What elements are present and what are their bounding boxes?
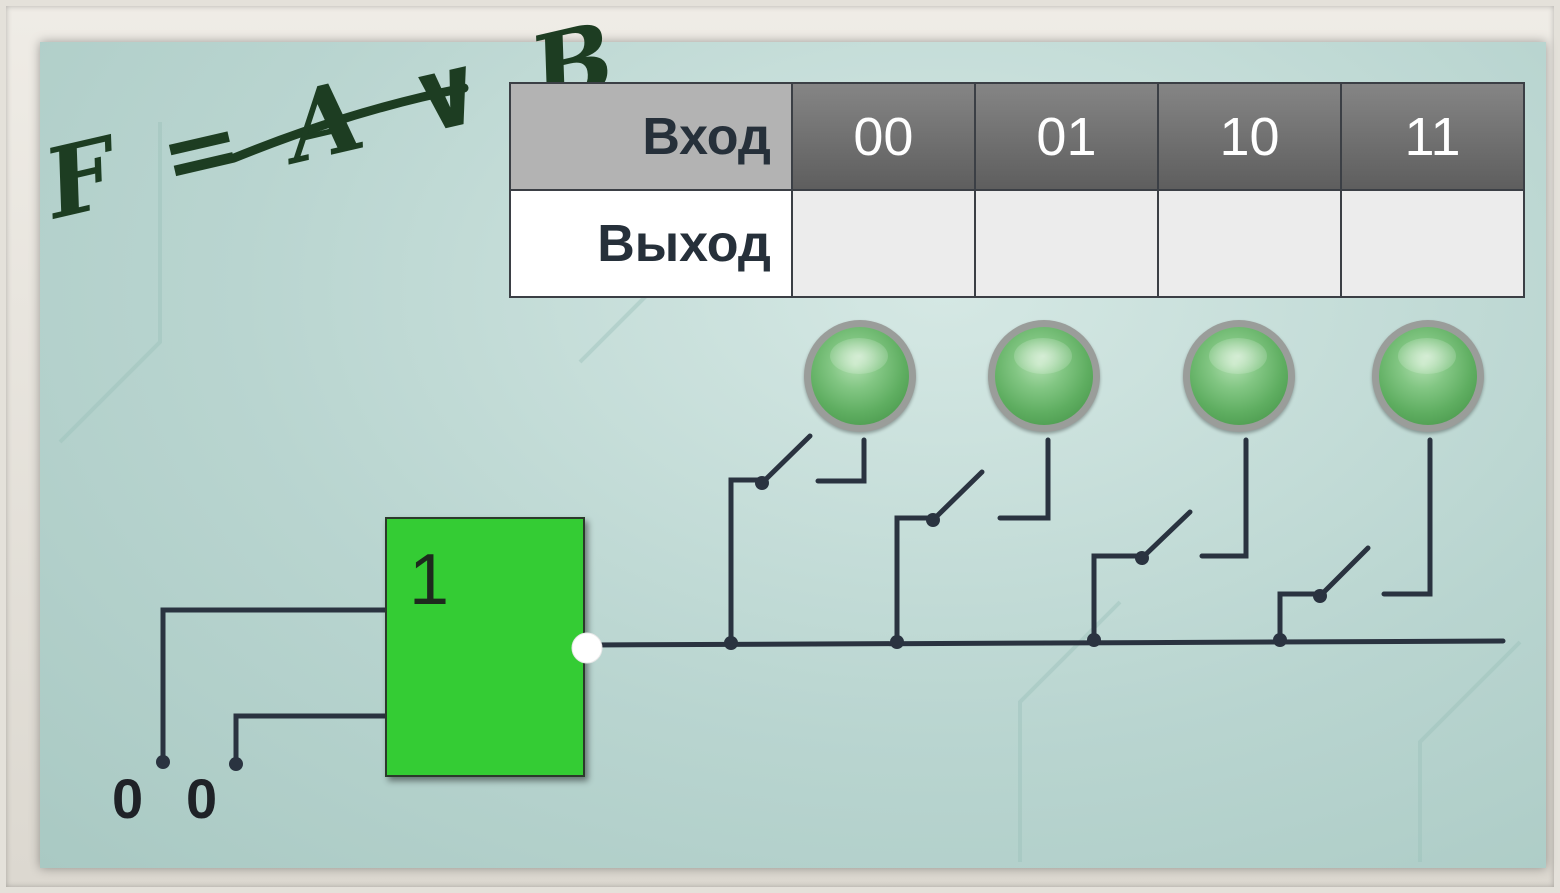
negation-bar-icon	[229, 83, 469, 163]
lamp-shine	[1014, 338, 1072, 374]
output-cell[interactable]	[790, 189, 976, 298]
junction-dot	[724, 636, 738, 650]
switch-2-lever	[930, 469, 985, 523]
switch-2-lead	[894, 515, 936, 646]
input-b-value[interactable]: 0	[186, 767, 218, 830]
input-a-wire	[160, 607, 389, 765]
junction-dot	[890, 635, 904, 649]
input-cell: 01	[973, 82, 1159, 191]
output-cell[interactable]	[1340, 189, 1525, 298]
junction-dot	[1273, 633, 1287, 647]
or-gate: 1	[385, 517, 585, 777]
switch-pivot-dot	[1313, 589, 1327, 603]
lamp-icon	[988, 320, 1100, 432]
input-cell: 10	[1156, 82, 1343, 191]
lamp-icon	[1372, 320, 1484, 432]
input-b-terminal	[229, 757, 243, 771]
switch-pivot-dot	[1135, 551, 1149, 565]
output-cell[interactable]	[973, 189, 1159, 298]
truth-table-output-row: Выход	[509, 189, 1525, 298]
switch-3-lead	[1091, 553, 1145, 644]
input-row-label: Вход	[509, 82, 793, 191]
input-a-value[interactable]: 0	[112, 767, 144, 830]
switch-pivot-dot	[755, 476, 769, 490]
output-bus-wire	[587, 638, 1506, 648]
lamp-shine	[1209, 338, 1267, 374]
lamp-3-lead	[1199, 437, 1249, 559]
input-b-wire	[233, 713, 389, 765]
truth-table: Вход 00 01 10 11 Выход	[509, 82, 1525, 298]
lamp-1-lead	[815, 437, 867, 484]
switch-pivot-dot	[926, 513, 940, 527]
switch-3-lever	[1139, 509, 1193, 561]
lamp-shine	[830, 338, 888, 374]
switch-4-lead	[1277, 591, 1323, 644]
switch-1-lead	[728, 477, 765, 648]
truth-table-input-row: Вход 00 01 10 11	[509, 82, 1525, 191]
output-row-label: Выход	[509, 189, 793, 298]
junction-dot	[1087, 633, 1101, 647]
switch-1-lever	[759, 433, 813, 486]
lamp-icon	[804, 320, 916, 432]
input-cell: 11	[1340, 82, 1525, 191]
boolean-formula: F = A ∨ B	[35, 0, 633, 320]
board-texture	[58, 122, 1522, 862]
lamp-4-lead	[1381, 437, 1433, 597]
lamp-shine	[1398, 338, 1456, 374]
gate-label: 1	[409, 540, 450, 620]
lamp-2-lead	[997, 437, 1051, 521]
lamp-icon	[1183, 320, 1295, 432]
input-cell: 00	[790, 82, 976, 191]
switch-4-lever	[1317, 545, 1371, 599]
output-cell[interactable]	[1156, 189, 1343, 298]
input-a-terminal	[156, 755, 170, 769]
